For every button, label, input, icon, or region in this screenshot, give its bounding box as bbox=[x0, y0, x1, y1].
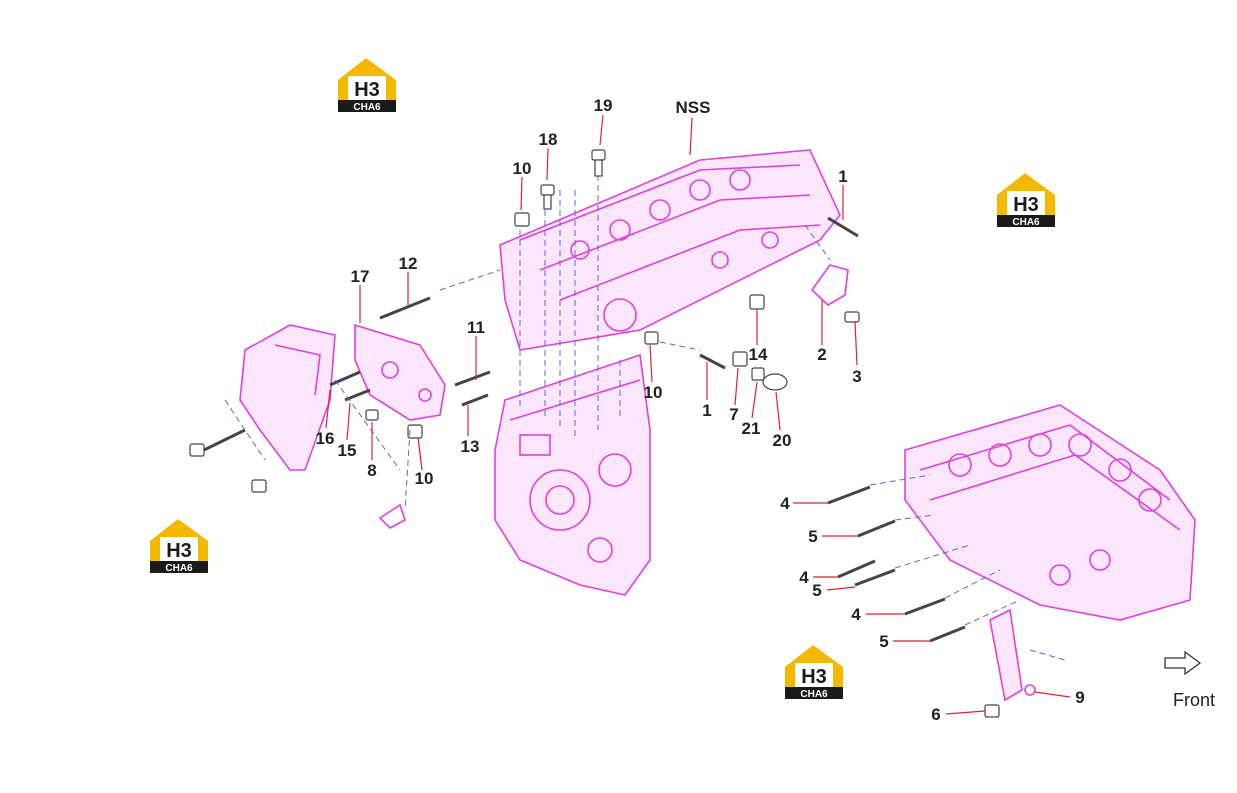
callout-number: 1 bbox=[702, 401, 711, 420]
front-arrow-icon bbox=[1164, 650, 1202, 676]
logo-text: CHA6 bbox=[1012, 217, 1040, 228]
callout-number: 11 bbox=[467, 318, 485, 337]
callout-number: 5 bbox=[812, 581, 821, 600]
logo-text: CHA6 bbox=[165, 563, 193, 574]
engine-block bbox=[494, 353, 651, 596]
callout-number: 14 bbox=[749, 345, 768, 364]
head-bolts bbox=[514, 149, 765, 345]
logo-mark: H3 bbox=[354, 79, 380, 101]
logo-watermark: H3 CHA6 bbox=[785, 645, 843, 700]
callout-number: 21 bbox=[742, 419, 761, 438]
logo-text: CHA6 bbox=[800, 689, 828, 700]
callout-number: 10 bbox=[644, 383, 663, 402]
logo-mark: H3 bbox=[166, 540, 192, 562]
logo-watermark: H3 CHA6 bbox=[150, 519, 208, 574]
left-bracket-assembly bbox=[189, 296, 491, 529]
assembly-label: NSS bbox=[676, 98, 711, 117]
callout-number: 17 bbox=[351, 267, 370, 286]
callout-number: 19 bbox=[594, 96, 613, 115]
logo-watermark: H3 CHA6 bbox=[997, 173, 1055, 228]
callout-number: 9 bbox=[1075, 688, 1084, 707]
callout-number: 15 bbox=[338, 441, 357, 460]
callout-number: 8 bbox=[367, 461, 376, 480]
callout-number: 10 bbox=[513, 159, 532, 178]
callout-numbers: 19 18 10 1 2 3 14 10 1 7 21 20 17 12 11 … bbox=[316, 96, 1085, 724]
logo-mark: H3 bbox=[801, 666, 827, 688]
callout-number: 5 bbox=[808, 527, 817, 546]
cylinder-head-main bbox=[499, 149, 841, 351]
logo-watermark: H3 CHA6 bbox=[338, 58, 396, 113]
logo-text: CHA6 bbox=[353, 102, 381, 113]
callout-number: 3 bbox=[852, 367, 861, 386]
callout-number: 18 bbox=[539, 130, 558, 149]
callout-leaders bbox=[325, 114, 1071, 715]
callout-number: 7 bbox=[729, 405, 738, 424]
callout-number: 2 bbox=[817, 345, 826, 364]
callout-number: 4 bbox=[799, 568, 809, 587]
callout-number: 12 bbox=[399, 254, 418, 273]
callout-number: 13 bbox=[461, 437, 480, 456]
alignment-lines bbox=[439, 165, 831, 440]
callout-number: 4 bbox=[851, 605, 861, 624]
callout-number: 16 bbox=[316, 429, 335, 448]
callout-number: 5 bbox=[879, 632, 888, 651]
right-small-parts bbox=[699, 216, 860, 391]
front-label: Front bbox=[1173, 690, 1215, 710]
cylinder-head-secondary bbox=[904, 404, 1196, 621]
callout-number: 4 bbox=[780, 494, 790, 513]
callout-number: 10 bbox=[415, 469, 434, 488]
callout-number: 1 bbox=[838, 167, 847, 186]
studs-and-bracket bbox=[827, 474, 1066, 718]
logo-mark: H3 bbox=[1013, 194, 1039, 216]
callout-number: 20 bbox=[773, 431, 792, 450]
callout-number: 6 bbox=[931, 705, 940, 724]
